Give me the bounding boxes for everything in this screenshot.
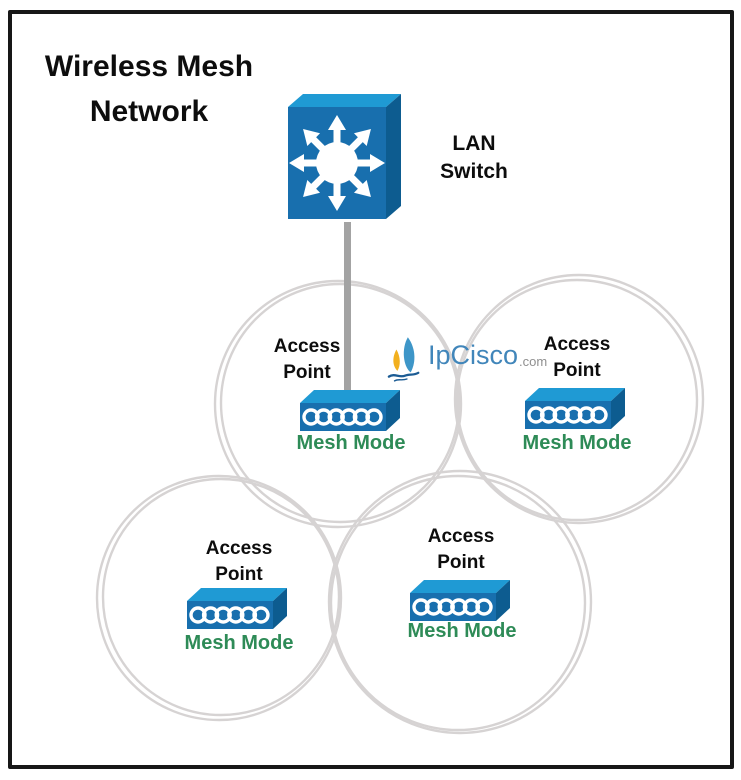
diagram-title: Wireless Mesh Network: [44, 50, 254, 128]
access-point-2-icon: [525, 388, 625, 429]
coverage-area-bottom-left: [95, 474, 343, 722]
access-point-3-mode: Mesh Mode: [184, 632, 294, 654]
antenna-coil-glyph: [412, 598, 493, 616]
antenna-coil-glyph: [302, 408, 383, 426]
logo-brand-text: IpCisco: [428, 340, 519, 370]
access-point-2-mode: Mesh Mode: [522, 432, 632, 454]
switch-arrows-glyph: [289, 115, 385, 211]
switch-uplink-line: [344, 222, 351, 394]
antenna-coil-glyph: [189, 606, 270, 624]
access-point-4-icon: [410, 580, 510, 621]
logo-domain-suffix: .com: [519, 354, 548, 369]
access-point-1-mode: Mesh Mode: [296, 432, 406, 454]
access-point-4-label: Access Point: [427, 526, 495, 573]
access-point-2-label: Access Point: [543, 334, 611, 381]
lan-switch-label: LAN Switch: [440, 132, 508, 183]
antenna-coil-glyph: [527, 406, 608, 424]
logo-sail-flame-icon: [387, 337, 420, 382]
access-point-3-icon: [187, 588, 287, 629]
access-point-1-label: Access Point: [273, 336, 341, 383]
coverage-area-top-right: [453, 273, 705, 525]
access-point-1-icon: [300, 390, 400, 431]
ipcisco-logo: IpCisco .com: [386, 334, 547, 386]
access-point-4-mode: Mesh Mode: [407, 620, 517, 642]
lan-switch-icon: [288, 94, 401, 219]
access-point-3-label: Access Point: [205, 538, 273, 585]
coverage-area-bottom-center: [327, 469, 593, 735]
coverage-area-top-left: [213, 279, 463, 529]
